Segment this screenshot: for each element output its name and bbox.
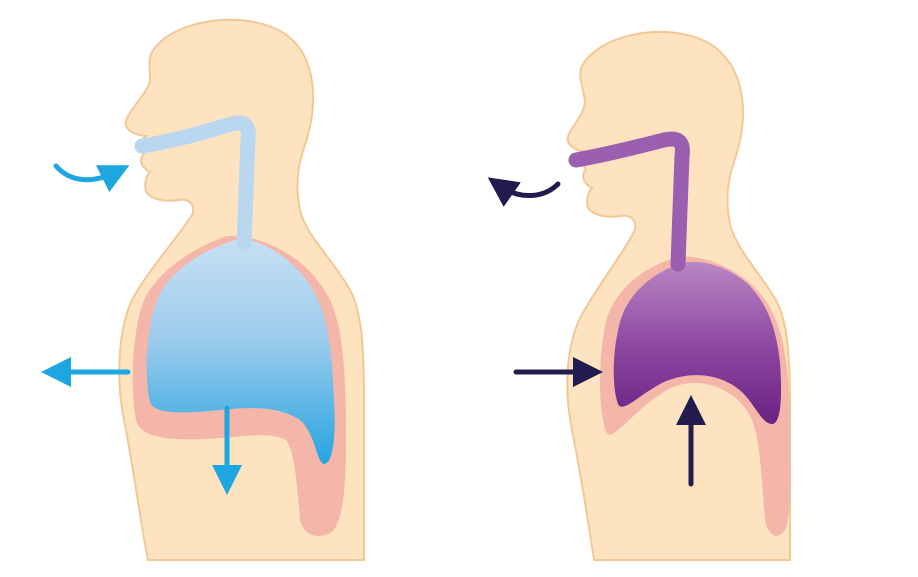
inhalation-panel xyxy=(41,18,365,561)
inhale-mouth-airflow-arrow-icon xyxy=(53,163,130,193)
exhale-airway xyxy=(568,131,690,272)
inhale-lung xyxy=(146,240,335,464)
inhale-airway xyxy=(134,115,256,252)
exhale-lung xyxy=(613,262,782,424)
exhale-mouth-airflow-arrow-icon xyxy=(487,177,561,207)
exhalation-panel xyxy=(487,30,791,561)
